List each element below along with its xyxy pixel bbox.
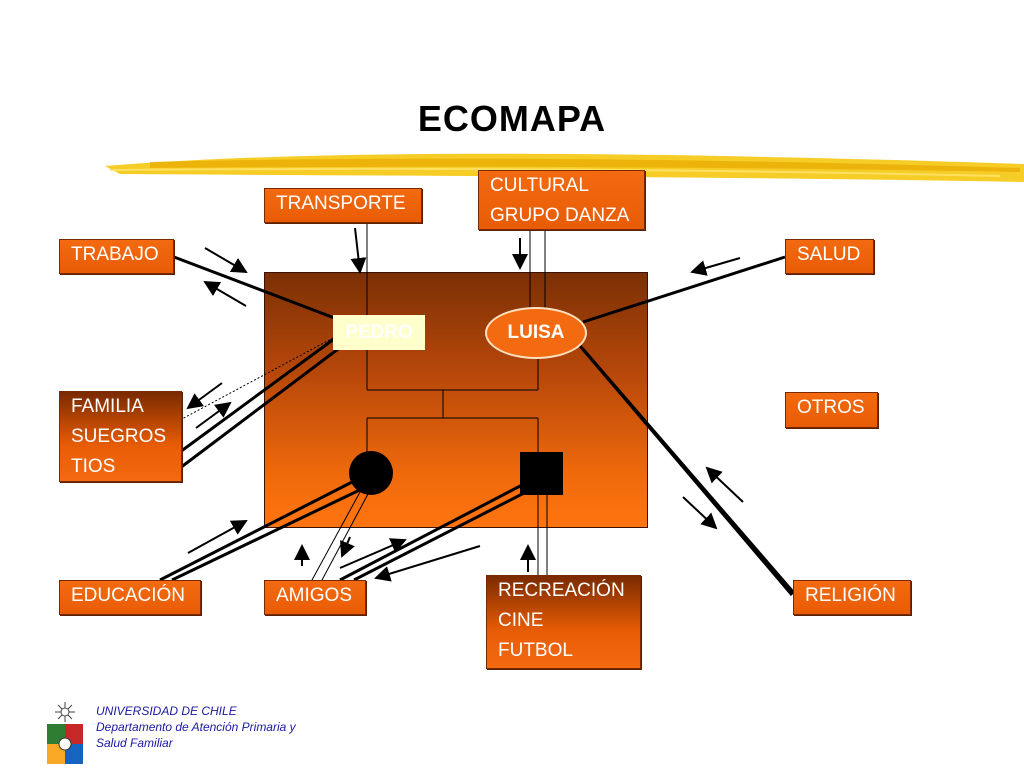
system-otros: OTROS: [785, 392, 878, 428]
system-educacion: EDUCACIÓN: [59, 580, 201, 615]
system-label: OTROS: [797, 397, 865, 418]
system-label: TRABAJO: [71, 244, 159, 265]
page-title: ECOMAPA: [417, 98, 607, 139]
system-familia: FAMILIA SUEGROS TIOS: [59, 391, 182, 482]
system-religion: RELIGIÓN: [793, 580, 911, 615]
system-label: AMIGOS: [276, 585, 353, 606]
system-label: CULTURAL: [490, 175, 589, 196]
daughter-symbol: [349, 451, 393, 495]
system-trabajo: TRABAJO: [59, 239, 174, 274]
system-label: TRANSPORTE: [276, 193, 406, 214]
luisa-node: LUISA: [485, 307, 587, 359]
system-label: RELIGIÓN: [805, 585, 896, 606]
footer-line-2: Departamento de Atención Primaria y: [96, 720, 296, 734]
system-label: SALUD: [797, 244, 861, 265]
system-amigos: AMIGOS: [264, 580, 366, 615]
footer-institution: UNIVERSIDAD DE CHILE Departamento de Ate…: [96, 703, 296, 751]
system-transporte: TRANSPORTE: [264, 188, 422, 223]
system-salud: SALUD: [785, 239, 874, 274]
system-label: RECREACIÓN: [498, 580, 625, 601]
system-label: GRUPO DANZA: [490, 205, 630, 226]
footer-line-3: Salud Familiar: [96, 736, 173, 750]
university-logo: [47, 702, 83, 764]
footer-line-1: UNIVERSIDAD DE CHILE: [96, 704, 237, 718]
system-label: CINE: [498, 610, 544, 631]
system-cultural: CULTURAL GRUPO DANZA: [478, 170, 645, 230]
title-underline-brush: [105, 153, 1024, 182]
system-label: EDUCACIÓN: [71, 585, 186, 606]
system-label: TIOS: [71, 456, 116, 477]
system-label: SUEGROS: [71, 426, 167, 447]
pedro-node: PEDRO: [333, 315, 425, 350]
son-symbol: [520, 452, 563, 495]
system-recreacion: RECREACIÓN CINE FUTBOL: [486, 575, 641, 669]
system-label: FAMILIA: [71, 396, 144, 417]
system-label: FUTBOL: [498, 640, 573, 661]
